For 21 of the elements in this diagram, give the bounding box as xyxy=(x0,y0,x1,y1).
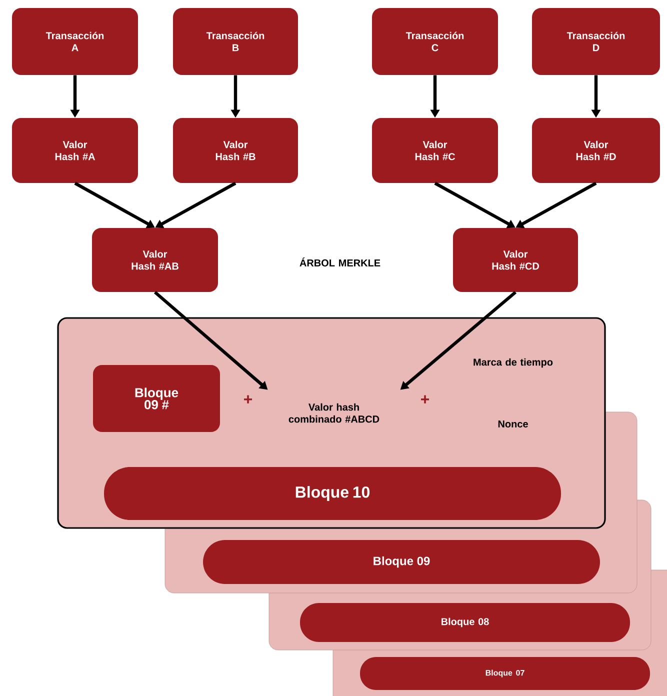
hash-text: Valor hash combinado #ABCD xyxy=(288,403,380,423)
process-box: Valor Hash #A xyxy=(12,118,138,183)
process-box: Transacción A xyxy=(12,8,138,75)
process-box: Transacción D xyxy=(532,8,660,75)
process-box: Transacción B xyxy=(173,8,298,75)
block-bar: Bloque 09 xyxy=(203,540,600,584)
field-label: Nonce xyxy=(498,420,528,428)
block-bar: Bloque 10 xyxy=(104,467,561,520)
block-bar: Bloque 08 xyxy=(300,603,630,642)
process-box: Transacción C xyxy=(372,8,498,75)
plus-sign: + xyxy=(421,395,430,404)
process-box: Valor Hash #CD xyxy=(453,228,578,292)
process-box: Bloque 09 # xyxy=(93,365,220,432)
block-bar: Bloque 07 xyxy=(360,657,650,690)
process-box: Valor Hash #D xyxy=(532,118,660,183)
process-box: Valor Hash #AB xyxy=(92,228,218,292)
plus-sign: + xyxy=(244,395,252,404)
title-text: ÁRBOL MERKLE xyxy=(300,258,380,266)
process-box: Valor Hash #C xyxy=(372,118,498,183)
field-label: Marca de tiempo xyxy=(474,358,553,368)
process-box: Valor Hash #B xyxy=(173,118,298,183)
